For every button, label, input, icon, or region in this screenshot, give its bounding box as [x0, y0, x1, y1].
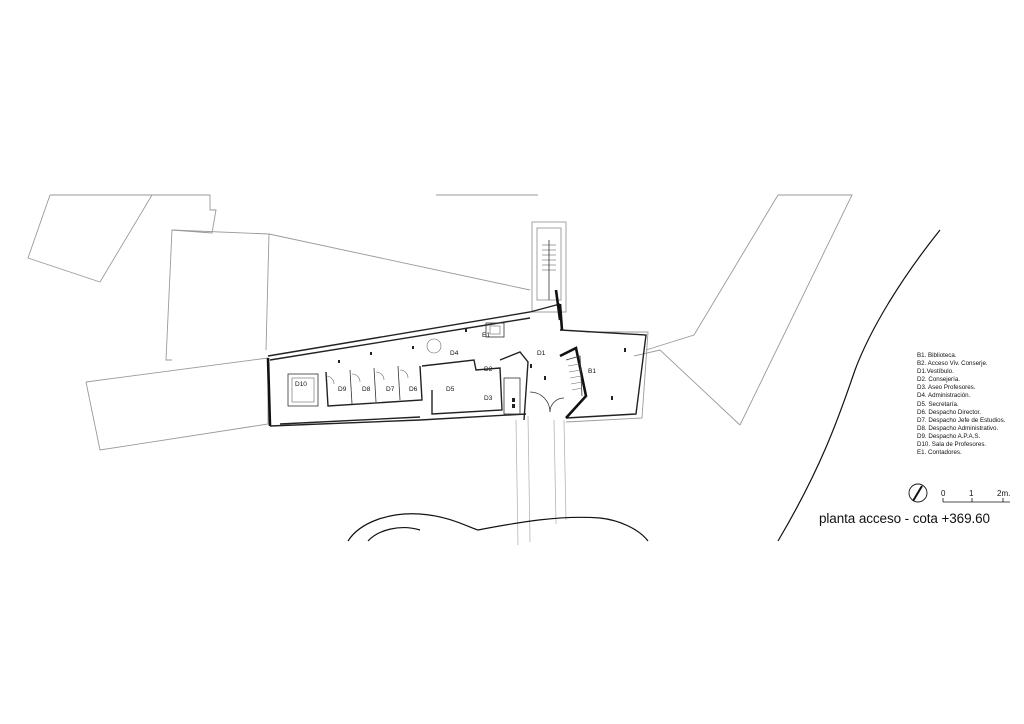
room-legend: B1. Biblioteca. B2. Acceso Viv. Conserje…	[917, 352, 1005, 457]
room-label-b1: B1	[588, 368, 596, 375]
scale-tick-label: 2m.	[997, 489, 1011, 498]
scale-bar	[942, 498, 1010, 503]
north-arrow-icon	[908, 483, 928, 503]
room-label-d9: D9	[338, 386, 347, 393]
legend-item: D7. Despacho Jefe de Estudios.	[917, 416, 1006, 424]
drawing-title: planta acceso - cota +369.60	[819, 511, 990, 526]
legend-item: D8. Despacho Administrativo.	[917, 424, 999, 432]
room-label-d1: D1	[537, 350, 546, 357]
legend-item: B2. Acceso Viv. Conserje.	[917, 360, 988, 368]
room-label-e1: E1	[482, 332, 490, 339]
legend-item: D10. Sala de Profesores.	[917, 441, 987, 449]
building-walls	[266, 289, 647, 427]
scale-tick-label: 1	[969, 489, 974, 498]
legend-item: E1. Contadores.	[917, 449, 962, 457]
scale-tick-label: 0	[941, 489, 946, 498]
room-label-d4: D4	[450, 350, 459, 357]
room-label-d8: D8	[362, 386, 371, 393]
room-label-d5: D5	[446, 386, 455, 393]
room-label-d6: D6	[409, 386, 418, 393]
legend-item: D3. Aseo Profesores.	[917, 384, 976, 392]
room-label-d7: D7	[386, 386, 395, 393]
site-curves	[347, 229, 941, 542]
legend-item: D9. Despacho A.P.A.S.	[917, 432, 981, 440]
room-label-d10: D10	[295, 381, 307, 388]
room-labels: D10 D9 D8 D7 D6 D5 D4 D3 D2 D1 E1 B1	[295, 332, 596, 402]
room-label-d2: D2	[484, 366, 493, 373]
legend-item: D5. Secretaría.	[917, 400, 959, 408]
legend-item: D2. Consejería.	[917, 376, 960, 384]
room-label-d3: D3	[484, 395, 493, 402]
legend-item: D1.Vestíbulo.	[917, 368, 954, 376]
context-outlines	[27, 194, 853, 546]
legend-item: D6. Despacho Director.	[917, 408, 981, 416]
legend-item: B1. Biblioteca.	[917, 352, 957, 359]
legend-item: D4. Administración.	[917, 392, 971, 400]
